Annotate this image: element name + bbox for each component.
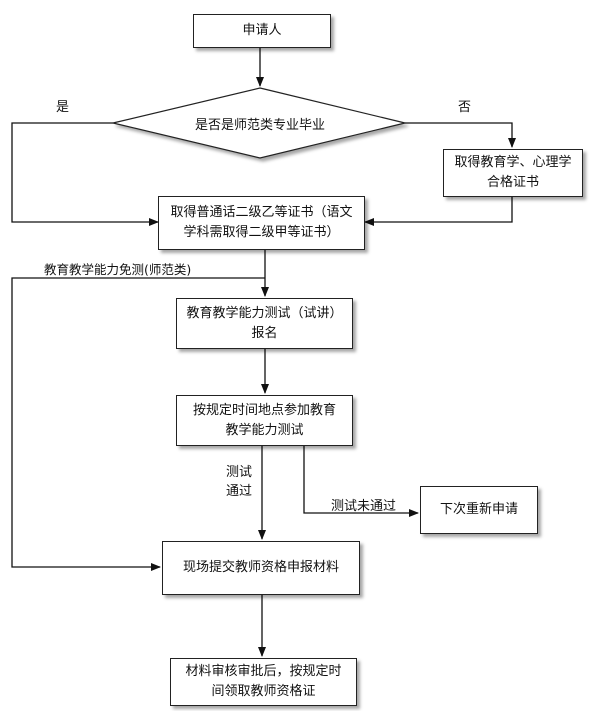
attend-test-box: 按规定时间地点参加教育教学能力测试 <box>176 395 353 446</box>
decision-label: 是否是师范类专业毕业 <box>194 118 325 133</box>
arrow-educert-to-mandarin <box>364 197 513 226</box>
mandarin-cert-box: 取得普通话二级乙等证书（语文学科需取得二级甲等证书） <box>158 196 365 250</box>
exempt-label: 教育教学能力免测(师范类) <box>44 262 192 277</box>
test-registration-box: 教育教学能力测试（试讲）报名 <box>176 298 353 349</box>
no-label: 否 <box>458 100 472 115</box>
fail-label: 测试未通过 <box>331 499 397 514</box>
reapply-box: 下次重新申请 <box>420 486 538 534</box>
collect-certificate-box: 材料审核审批后，按规定时间领取教师资格证 <box>170 658 357 706</box>
pass-label-line2: 通过 <box>226 484 253 499</box>
yes-label: 是 <box>56 100 70 115</box>
arrow-test-fail <box>303 446 419 517</box>
arrow-yes-branch <box>11 122 159 226</box>
edu-cert-box: 取得教育学、心理学合格证书 <box>443 149 583 197</box>
pass-label-line1: 测试 <box>226 465 253 480</box>
decision-diamond <box>112 87 406 159</box>
applicant-box: 申请人 <box>193 14 331 48</box>
submit-materials-box: 现场提交教师资格申报材料 <box>162 541 360 595</box>
arrow-no-branch <box>405 122 516 148</box>
arrow-exempt-branch <box>11 277 265 571</box>
